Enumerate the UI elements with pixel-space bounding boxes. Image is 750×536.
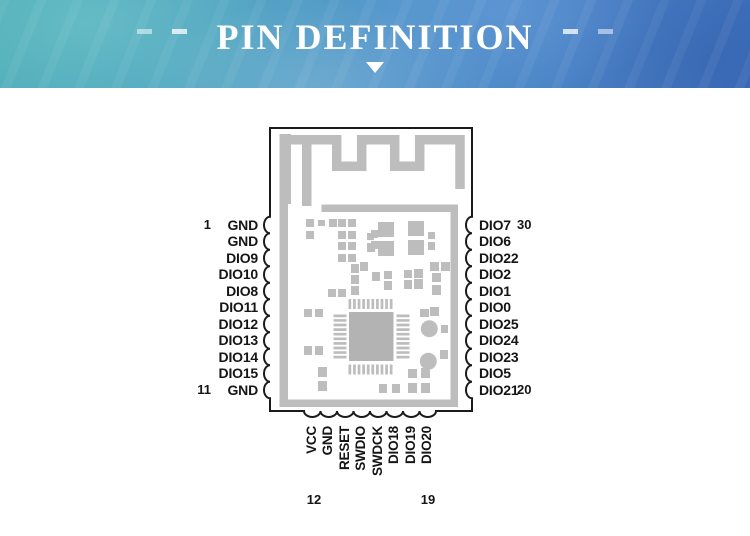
pin-number: 11: [197, 382, 211, 397]
chip-ic: [333, 299, 410, 375]
pin-label: DIO1: [479, 283, 511, 299]
pin-label: SWDIO: [353, 426, 368, 471]
passive-components: [304, 219, 450, 393]
pin-label: DIO5: [479, 365, 511, 381]
pin-label: GND: [227, 382, 258, 398]
shield-frame: [279, 203, 458, 407]
pin-number: 1: [203, 217, 211, 232]
antenna-trace: [279, 134, 465, 206]
pin-number: 12: [306, 492, 322, 507]
pin-number: 30: [517, 217, 532, 232]
header-banner: PIN DEFINITION: [0, 0, 750, 88]
pin-label: DIO21: [479, 382, 519, 398]
pin-label: DIO9: [226, 250, 258, 266]
dash-icon: [172, 29, 187, 34]
module-outline: [263, 127, 473, 418]
dash-icon: [563, 29, 578, 34]
pin-label: DIO23: [479, 349, 519, 365]
pin-label: GND: [227, 217, 258, 233]
pin-label: DIO19: [403, 426, 418, 465]
pin-label: DIO6: [479, 233, 511, 249]
pin-label: GND: [227, 233, 258, 249]
pin-label: DIO18: [386, 426, 401, 465]
pin-label: DIO8: [226, 283, 258, 299]
triangle-down-icon: [366, 62, 384, 73]
pin-label: VCC: [304, 426, 319, 454]
pin-label: DIO0: [479, 299, 511, 315]
pin-label: DIO20: [419, 426, 434, 465]
pin-label: DIO10: [218, 266, 259, 282]
pin-label: SWDCK: [370, 426, 385, 476]
pin-number: 20: [517, 382, 532, 397]
pin-label: DIO12: [218, 316, 259, 332]
dash-icon: [137, 29, 152, 34]
pin-label: DIO15: [218, 365, 259, 381]
pin-number: 19: [420, 492, 436, 507]
pin-label: DIO14: [218, 349, 259, 365]
pin-label: DIO24: [479, 332, 519, 348]
pin-label: DIO11: [219, 299, 258, 315]
pin-label: RESET: [337, 426, 352, 471]
pin-label: DIO2: [479, 266, 511, 282]
pin-label: DIO7: [479, 217, 511, 233]
pin-label: GND: [320, 426, 335, 456]
page-title: PIN DEFINITION: [216, 17, 534, 57]
dash-icon: [598, 29, 613, 34]
pin-label: DIO13: [218, 332, 259, 348]
pin-label: DIO25: [479, 316, 519, 332]
pin-label: DIO22: [479, 250, 519, 266]
